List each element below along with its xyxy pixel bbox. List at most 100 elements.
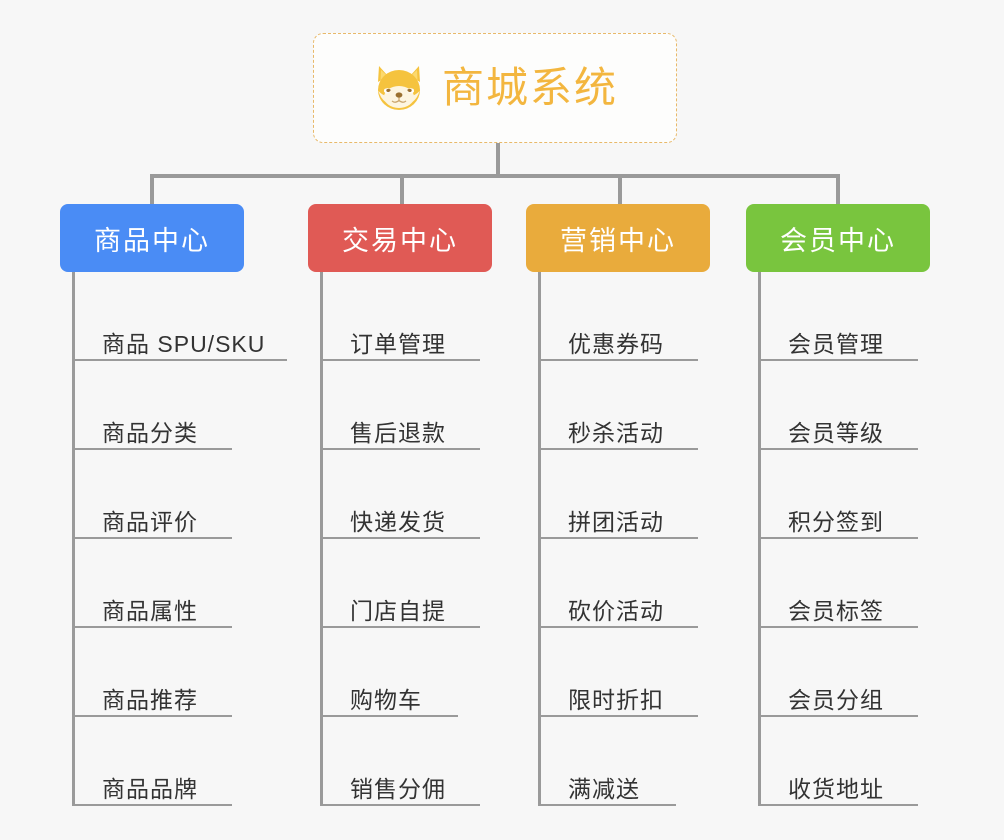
branch-spine-2 <box>538 272 541 806</box>
leaf-label: 商品推荐 <box>102 686 198 713</box>
leaf-underline <box>758 626 918 628</box>
shiba-dog-icon <box>377 66 420 110</box>
leaf-underline <box>758 537 918 539</box>
leaf-label: 会员标签 <box>788 597 884 624</box>
leaf-label: 销售分佣 <box>350 775 446 802</box>
leaf-item[interactable]: 快递发货 <box>320 450 504 539</box>
leaf-label: 会员分组 <box>788 686 884 713</box>
leaf-label: 门店自提 <box>350 597 446 624</box>
leaf-label: 满减送 <box>568 775 640 802</box>
branch-header-label-2: 营销中心 <box>560 225 676 256</box>
leaf-underline <box>320 448 480 450</box>
branch-leaves-3: 会员管理 会员等级 积分签到 会员标签 会员分组 收货地址 <box>758 272 942 806</box>
leaf-item[interactable]: 商品评价 <box>72 450 256 539</box>
leaf-label: 会员管理 <box>788 330 884 357</box>
branch-leaves-2: 优惠券码 秒杀活动 拼团活动 砍价活动 限时折扣 满减送 <box>538 272 722 806</box>
leaf-underline <box>72 359 287 361</box>
branch-header-label-3: 会员中心 <box>780 225 896 256</box>
connector-drop-0 <box>150 174 154 204</box>
leaf-item[interactable]: 购物车 <box>320 628 504 717</box>
leaf-item[interactable]: 门店自提 <box>320 539 504 628</box>
branch-header-1[interactable]: 交易中心 <box>308 204 492 272</box>
leaf-label: 收货地址 <box>788 775 884 802</box>
branch-header-2[interactable]: 营销中心 <box>526 204 710 272</box>
leaf-item[interactable]: 商品品牌 <box>72 717 256 806</box>
leaf-underline <box>72 626 232 628</box>
connector-drop-3 <box>836 174 840 204</box>
branch-column-商品中心: 商品中心 商品 SPU/SKU 商品分类 商品评价 商品属性 商品推荐 <box>60 204 287 806</box>
leaf-underline <box>538 359 698 361</box>
leaf-item[interactable]: 商品分类 <box>72 361 256 450</box>
leaf-label: 售后退款 <box>350 419 446 446</box>
leaf-label: 优惠券码 <box>568 330 664 357</box>
branch-spine-0 <box>72 272 75 806</box>
branch-header-3[interactable]: 会员中心 <box>746 204 930 272</box>
leaf-item[interactable]: 会员分组 <box>758 628 942 717</box>
branch-header-0[interactable]: 商品中心 <box>60 204 244 272</box>
leaf-underline <box>320 715 458 717</box>
leaf-label: 会员等级 <box>788 419 884 446</box>
leaf-label: 商品评价 <box>102 508 198 535</box>
leaf-underline <box>72 715 232 717</box>
leaf-underline <box>538 715 698 717</box>
leaf-underline <box>758 715 918 717</box>
branch-leaves-1: 订单管理 售后退款 快递发货 门店自提 购物车 销售分佣 <box>320 272 504 806</box>
leaf-underline <box>72 537 232 539</box>
leaf-item[interactable]: 订单管理 <box>320 272 504 361</box>
leaf-item[interactable]: 销售分佣 <box>320 717 504 806</box>
leaf-item[interactable]: 会员等级 <box>758 361 942 450</box>
leaf-label: 拼团活动 <box>568 508 664 535</box>
leaf-item[interactable]: 优惠券码 <box>538 272 722 361</box>
branch-header-label-1: 交易中心 <box>342 225 458 256</box>
leaf-underline <box>320 537 480 539</box>
leaf-underline <box>538 448 698 450</box>
leaf-underline <box>72 448 232 450</box>
branch-leaves-0: 商品 SPU/SKU 商品分类 商品评价 商品属性 商品推荐 商品品牌 <box>72 272 287 806</box>
leaf-label: 购物车 <box>350 686 422 713</box>
connector-horizontal-bus <box>150 174 840 178</box>
leaf-item[interactable]: 秒杀活动 <box>538 361 722 450</box>
branch-column-营销中心: 营销中心 优惠券码 秒杀活动 拼团活动 砍价活动 限时折扣 <box>526 204 710 806</box>
connector-drop-1 <box>400 174 404 204</box>
root-node[interactable]: 商城系统 <box>313 33 677 143</box>
leaf-label: 商品品牌 <box>102 775 198 802</box>
leaf-underline <box>758 804 918 806</box>
leaf-item[interactable]: 商品属性 <box>72 539 256 628</box>
branch-spine-3 <box>758 272 761 806</box>
leaf-item[interactable]: 积分签到 <box>758 450 942 539</box>
leaf-item[interactable]: 满减送 <box>538 717 722 806</box>
leaf-label: 积分签到 <box>788 508 884 535</box>
leaf-item[interactable]: 售后退款 <box>320 361 504 450</box>
connector-drop-2 <box>618 174 622 204</box>
leaf-label: 限时折扣 <box>568 686 664 713</box>
branch-spine-1 <box>320 272 323 806</box>
leaf-item[interactable]: 商品推荐 <box>72 628 256 717</box>
leaf-underline <box>538 537 698 539</box>
leaf-label: 订单管理 <box>350 330 446 357</box>
leaf-item[interactable]: 会员标签 <box>758 539 942 628</box>
branch-column-交易中心: 交易中心 订单管理 售后退款 快递发货 门店自提 购物车 <box>308 204 492 806</box>
root-title: 商城系统 <box>441 64 618 111</box>
leaf-label: 秒杀活动 <box>568 419 664 446</box>
connector-root-stem <box>496 143 500 176</box>
leaf-item[interactable]: 收货地址 <box>758 717 942 806</box>
leaf-underline <box>758 448 918 450</box>
leaf-label: 快递发货 <box>350 508 446 535</box>
leaf-item[interactable]: 砍价活动 <box>538 539 722 628</box>
leaf-underline <box>72 804 232 806</box>
leaf-underline <box>320 626 480 628</box>
leaf-label: 商品 SPU/SKU <box>102 330 266 357</box>
branch-header-label-0: 商品中心 <box>94 225 210 256</box>
leaf-label: 商品属性 <box>102 597 198 624</box>
leaf-item[interactable]: 商品 SPU/SKU <box>72 272 287 361</box>
leaf-underline <box>320 359 480 361</box>
leaf-underline <box>320 804 480 806</box>
leaf-item[interactable]: 会员管理 <box>758 272 942 361</box>
leaf-label: 商品分类 <box>102 419 198 446</box>
leaf-item[interactable]: 拼团活动 <box>538 450 722 539</box>
leaf-underline <box>538 804 676 806</box>
branch-column-会员中心: 会员中心 会员管理 会员等级 积分签到 会员标签 会员分组 <box>746 204 930 806</box>
leaf-item[interactable]: 限时折扣 <box>538 628 722 717</box>
leaf-underline <box>538 626 698 628</box>
